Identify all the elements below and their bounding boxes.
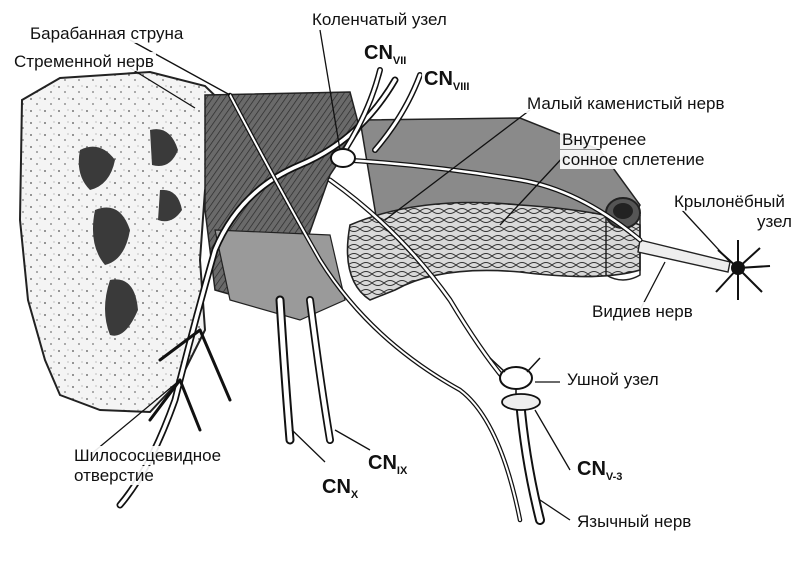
label-carotid-plexus-1: Внутренее bbox=[560, 130, 648, 149]
label-lesser-petrosal: Малый каменистый нерв bbox=[525, 94, 727, 113]
label-cn-viii: CNVIII bbox=[422, 68, 471, 93]
label-stylomastoid-1: Шилососцевидное bbox=[72, 446, 223, 465]
label-cn-x: CNX bbox=[320, 476, 360, 501]
label-stylomastoid-2: отверстие bbox=[72, 466, 156, 485]
label-lingual-nerve: Язычный нерв bbox=[575, 512, 693, 531]
label-geniculate-ganglion: Коленчатый узел bbox=[310, 10, 449, 29]
label-cn-v3: CNV-3 bbox=[575, 458, 624, 483]
label-otic-ganglion: Ушной узел bbox=[565, 370, 661, 389]
label-vidian-nerve: Видиев нерв bbox=[590, 302, 695, 321]
label-pterygopalatine-2: узел bbox=[755, 212, 794, 231]
label-carotid-plexus-2: сонное сплетение bbox=[560, 150, 706, 169]
carotid-artery bbox=[348, 203, 641, 301]
label-cn-ix: CNIX bbox=[366, 452, 409, 477]
label-chorda-tympani: Барабанная струна bbox=[28, 24, 185, 43]
vidian-nerve bbox=[638, 240, 730, 272]
label-pterygopalatine-1: Крылонёбный bbox=[672, 192, 787, 211]
label-stapedius-nerve: Стременной нерв bbox=[12, 52, 156, 71]
otic-ganglion bbox=[500, 367, 532, 389]
geniculate-ganglion bbox=[331, 149, 355, 167]
label-cn-vii: CNVII bbox=[362, 42, 408, 67]
